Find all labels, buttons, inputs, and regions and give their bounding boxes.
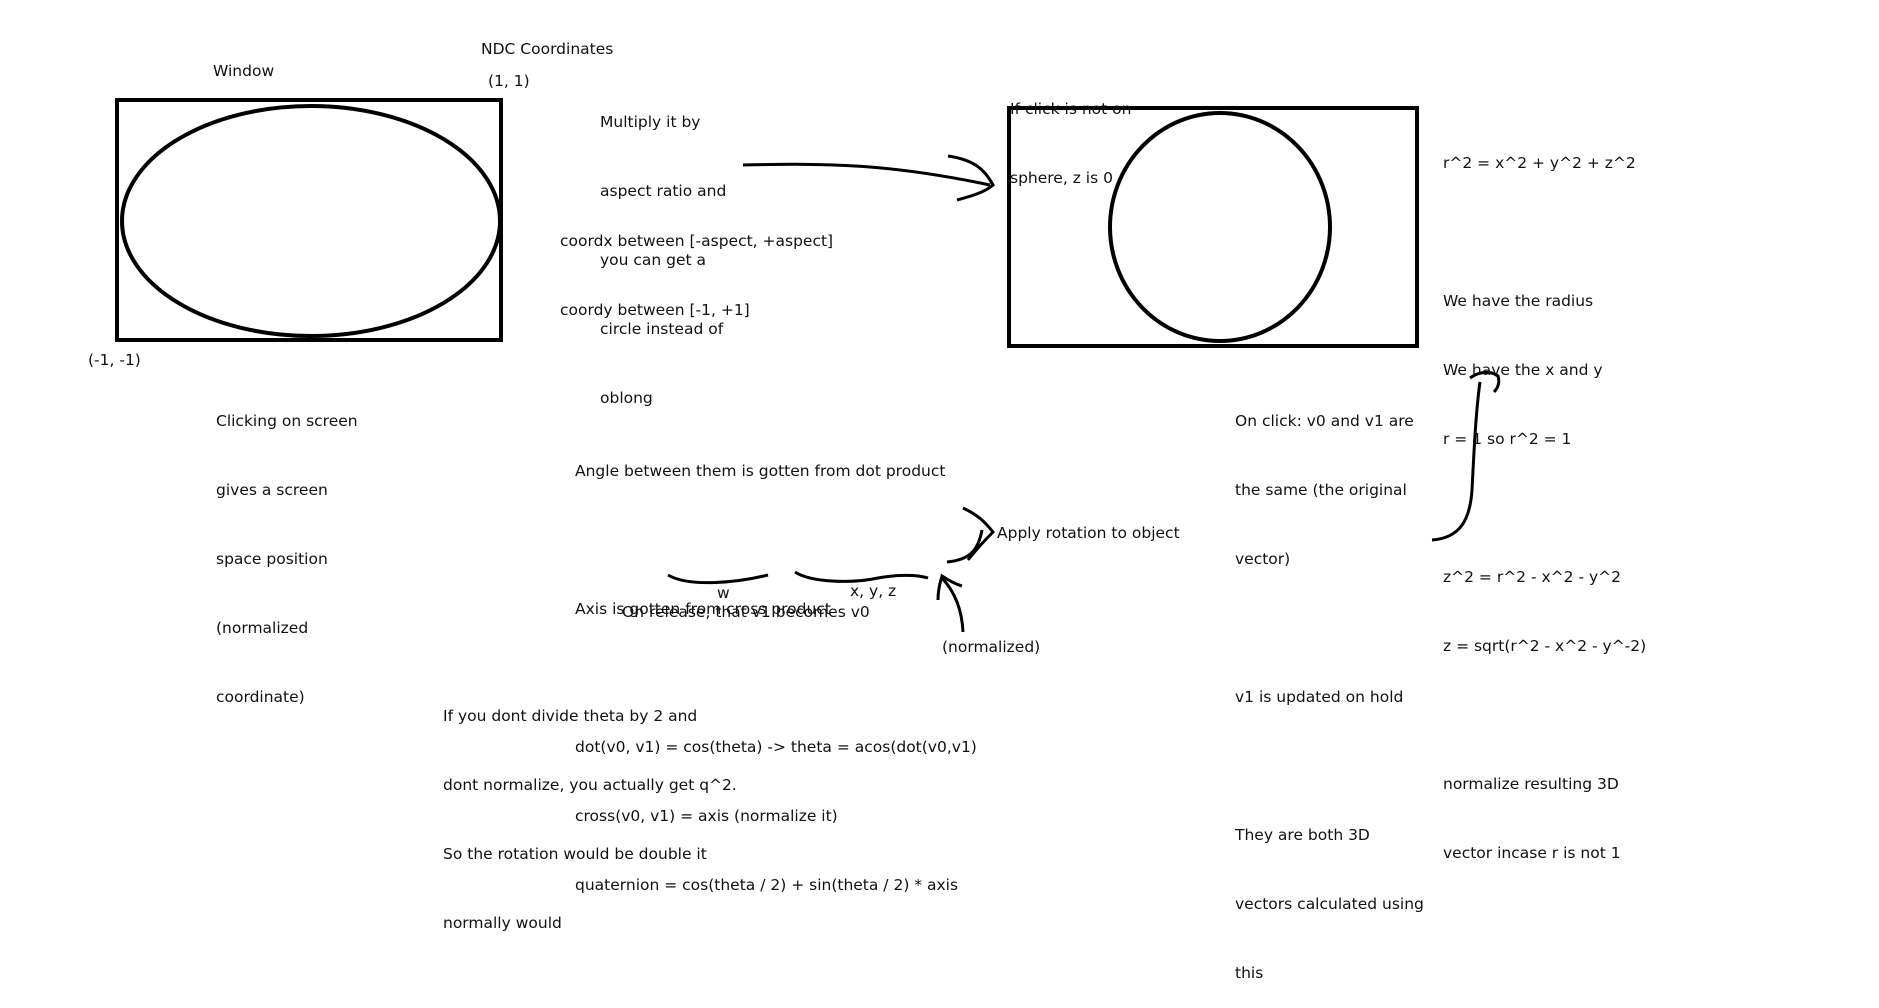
aspect-note-line: circle instead of: [600, 320, 724, 338]
sphere-math-line: We have the radius: [1443, 292, 1594, 310]
click-description-line: Clicking on screen: [216, 412, 358, 430]
window-label: Window: [213, 62, 275, 80]
aspect-note-line: you can get a: [600, 251, 707, 269]
coord-range-line: coordx between [-aspect, +aspect]: [560, 232, 834, 250]
this-arrow: [1431, 381, 1482, 542]
w-underline: [667, 573, 769, 585]
warning-note: If you dont divide theta by 2 and dont n…: [443, 659, 737, 958]
aspect-note-line: Multiply it by: [600, 113, 701, 131]
click-description: Clicking on screen gives a screen space …: [216, 364, 358, 732]
z-note-line: If click is not on: [1010, 100, 1132, 118]
aspect-note-line: aspect ratio and: [600, 182, 727, 200]
warning-line: normally would: [443, 914, 562, 932]
click-state-line: [1235, 617, 1424, 640]
click-description-line: (normalized: [216, 619, 309, 637]
click-state-line: [1235, 755, 1424, 778]
normalized-arrow: [940, 576, 965, 633]
rotation-math-line: cross(v0, v1) = axis (normalize it): [575, 807, 838, 825]
sphere-window-rectangle: [1007, 106, 1419, 348]
z-note: If click is not on sphere, z is 0: [1010, 52, 1131, 213]
click-state-note: On click: v0 and v1 are the same (the or…: [1235, 364, 1424, 1008]
normalized-arrow-head: [936, 573, 963, 601]
click-state-line: this: [1235, 964, 1264, 982]
warning-line: dont normalize, you actually get q^2.: [443, 776, 737, 794]
aspect-arrow: [742, 162, 991, 187]
apply-rotation-bracket: [946, 529, 984, 564]
sphere-circle: [1108, 111, 1332, 343]
normalized-label: (normalized): [942, 638, 1041, 656]
click-state-line: On click: v0 and v1 are: [1235, 412, 1414, 430]
warning-line: So the rotation would be double it: [443, 845, 707, 863]
click-state-line: vectors calculated using: [1235, 895, 1424, 913]
aspect-note-line: oblong: [600, 389, 653, 407]
sphere-math-line: [1443, 221, 1646, 244]
click-state-line: v1 is updated on hold: [1235, 688, 1404, 706]
corner-bottom-left-label: (-1, -1): [88, 351, 141, 369]
aspect-arrow-head: [947, 154, 995, 202]
rotation-math-line: dot(v0, v1) = cos(theta) -> theta = acos…: [575, 738, 977, 756]
xyz-underline: [794, 570, 929, 583]
sphere-math-line: [1443, 704, 1646, 727]
w-label: w: [717, 584, 730, 602]
warning-line: If you dont divide theta by 2 and: [443, 707, 698, 725]
aspect-note: Multiply it by aspect ratio and you can …: [600, 65, 726, 433]
apply-rotation-label: Apply rotation to object: [997, 524, 1180, 542]
rotation-math-line: Axis is gotten from cross product: [575, 600, 831, 618]
ndc-title: NDC Coordinates: [481, 40, 614, 58]
click-description-line: coordinate): [216, 688, 305, 706]
click-description-line: space position: [216, 550, 328, 568]
sphere-math-line: [1443, 497, 1646, 520]
rotation-math-line: Angle between them is gotten from dot pr…: [575, 462, 946, 480]
sphere-math-line: We have the x and y: [1443, 361, 1603, 379]
rotation-math-line: [575, 529, 977, 552]
sphere-math-line: r^2 = x^2 + y^2 + z^2: [1443, 154, 1636, 172]
sphere-math-line: r = 1 so r^2 = 1: [1443, 430, 1572, 448]
coord-ranges: coordx between [-aspect, +aspect] coordy…: [560, 184, 833, 345]
sphere-math-line: normalize resulting 3D: [1443, 775, 1619, 793]
xyz-label: x, y, z: [850, 582, 897, 600]
release-note: On release, that v1 becomes v0: [622, 603, 870, 621]
sphere-math-line: vector incase r is not 1: [1443, 844, 1621, 862]
sphere-math-line: z^2 = r^2 - x^2 - y^2: [1443, 568, 1621, 586]
sphere-math: r^2 = x^2 + y^2 + z^2 We have the radius…: [1443, 106, 1646, 888]
sphere-math-line: z = sqrt(r^2 - x^2 - y^-2): [1443, 637, 1647, 655]
click-state-line: the same (the original: [1235, 481, 1407, 499]
corner-top-right-label: (1, 1): [488, 72, 530, 90]
click-state-line: vector): [1235, 550, 1291, 568]
apply-rotation-arrow-head: [962, 506, 996, 561]
whiteboard-canvas: [115, 98, 1501, 633]
z-note-line: sphere, z is 0: [1010, 169, 1113, 187]
click-state-line: They are both 3D: [1235, 826, 1370, 844]
oblong-ellipse: [120, 104, 502, 338]
this-arrow-head: [1469, 370, 1501, 394]
coord-range-line: coordy between [-1, +1]: [560, 301, 750, 319]
click-description-line: gives a screen: [216, 481, 328, 499]
